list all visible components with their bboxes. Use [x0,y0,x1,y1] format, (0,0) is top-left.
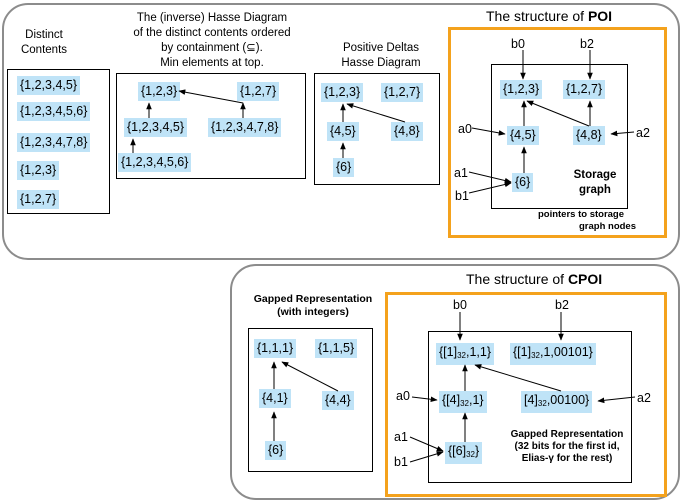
gapped-node: {6} [265,441,287,460]
compressed-node: {[4]32,1} [439,391,487,413]
pointer-b0: b0 [511,37,525,51]
delta-node: {1,2,7} [381,83,424,102]
delta-node: {6} [333,158,355,177]
compressed-node: {[6]32} [445,442,483,464]
pointer-b2: b2 [580,37,594,51]
distinct-title-line-1: Distinct [25,29,63,41]
pointer-a2: a2 [636,126,650,140]
delta-node: {4,8} [391,122,423,141]
compressed-node: [4]32,00100} [521,391,593,413]
delta-node: {4,5} [327,122,359,141]
pointer-b2: b2 [555,298,569,312]
deltas-title-line-1: Positive Deltas [342,42,420,54]
compressed-node: {[1]32,1,00101} [510,343,596,365]
gapped-title-line-1: Gapped Representation [253,293,373,305]
gapped-node: {1,1,1} [254,339,297,358]
storage-node: {1,2,3} [500,80,543,99]
distinct-item: {1,2,7} [17,190,60,209]
compressed-label-2: (32 bits for the first id, [514,441,620,452]
pointer-a0: a0 [458,122,472,136]
gapped-node: {1,1,5} [315,339,358,358]
storage-node: {4,8} [573,126,605,145]
hasse-title-line-2: of the distinct contents ordered [133,27,291,39]
distinct-item: {1,2,3,4,5,6} [17,102,91,121]
pointers-caption-1: pointers to storage [537,209,625,220]
compressed-node: {[1]32,1,1} [436,343,495,365]
storage-node: {1,2,7} [563,80,606,99]
hasse-title-line-4: Min elements at top. [160,57,264,69]
hasse-node: {1,2,7} [237,82,280,101]
distinct-item: {1,2,3,4,7,8} [17,133,91,152]
pointers-caption-2: graph nodes [578,221,636,232]
pointer-a1: a1 [394,430,408,444]
compressed-label-1: Gapped Representation [510,429,624,440]
pointer-a0: a0 [396,389,410,403]
gapped-node: {4,1} [259,389,291,408]
delta-node: {1,2,3} [321,83,364,102]
distinct-title-line-2: Contents [20,44,68,56]
gapped-title-line-2: (with integers) [277,306,349,318]
storage-node: {4,5} [507,126,539,145]
poi-title: The structure of POI [486,8,613,24]
storage-graph-label-1: Storage [573,169,617,181]
hasse-title-line-1: The (inverse) Hasse Diagram [136,12,288,24]
distinct-item: {1,2,3} [17,161,60,180]
pointer-a2: a2 [637,391,651,405]
pointer-a1: a1 [454,166,468,180]
cpoi-title: The structure of CPOI [466,271,603,287]
hasse-node: {1,2,3} [138,82,181,101]
gapped-node: {4,4} [322,391,354,410]
pointer-b0: b0 [453,298,467,312]
pointer-b1: b1 [455,189,469,203]
deltas-title-line-2: Hasse Diagram [341,57,421,69]
hasse-node: {1,2,3,4,5} [124,118,188,137]
hasse-node: {1,2,3,4,7,8} [208,118,282,137]
pointer-b1: b1 [394,455,408,469]
hasse-node: {1,2,3,4,5,6} [118,153,192,172]
distinct-item: {1,2,3,4,5} [17,76,81,95]
compressed-label-3: Elias-γ for the rest) [521,453,613,464]
storage-graph-label-2: graph [579,184,611,196]
hasse-title-line-3: by containment (⊆). [161,42,263,54]
storage-node: {6} [512,173,534,192]
